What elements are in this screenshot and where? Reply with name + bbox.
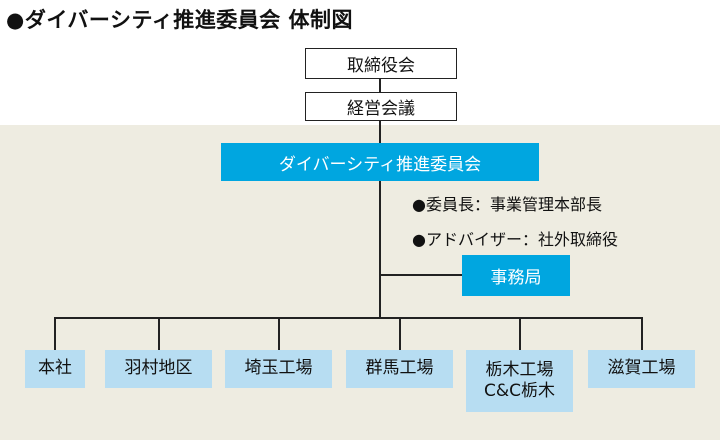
management-meeting-label: 経営会議 xyxy=(347,99,415,119)
connector-site-2 xyxy=(158,317,160,350)
site-label-line1: 滋賀工場 xyxy=(607,358,676,379)
connector-sites-horizontal xyxy=(54,317,643,319)
committee-chair-note: ●委員長：事業管理本部長 xyxy=(412,195,602,214)
connector-site-4 xyxy=(399,317,401,350)
site-label-line1: 埼玉工場 xyxy=(244,358,313,379)
site-label-line1: 羽村地区 xyxy=(124,358,193,379)
site-label-line2: C&C栃木 xyxy=(484,381,555,401)
secretariat-label: 事務局 xyxy=(490,268,542,288)
site-box-shiga: 滋賀工場 xyxy=(588,350,695,388)
committee-advisor-note: ●アドバイザー：社外取締役 xyxy=(412,230,618,249)
connector-site-1 xyxy=(54,317,56,350)
board-of-directors-box: 取締役会 xyxy=(305,48,457,79)
site-box-gunma: 群馬工場 xyxy=(346,350,453,388)
secretariat-box: 事務局 xyxy=(462,255,570,296)
connector-to-secretariat xyxy=(380,274,462,276)
site-box-headquarters: 本社 xyxy=(25,350,85,388)
connector-site-5 xyxy=(519,317,521,350)
site-box-saitama: 埼玉工場 xyxy=(225,350,332,388)
connector-committee-trunk xyxy=(379,181,381,318)
board-of-directors-label: 取締役会 xyxy=(347,56,415,76)
diversity-committee-box: ダイバーシティ推進委員会 xyxy=(221,143,539,181)
page-title: ●ダイバーシティ推進委員会 体制図 xyxy=(6,8,354,32)
site-box-hamura: 羽村地区 xyxy=(105,350,212,388)
connector-site-3 xyxy=(278,317,280,350)
management-meeting-box: 経営会議 xyxy=(305,92,457,121)
site-label-line1: 栃木工場 xyxy=(485,359,554,380)
diversity-committee-label: ダイバーシティ推進委員会 xyxy=(278,154,482,175)
connector-management-to-committee xyxy=(379,120,381,144)
connector-board-to-management xyxy=(379,79,381,93)
site-label-line1: 本社 xyxy=(38,358,72,379)
site-box-tochigi: 栃木工場 C&C栃木 xyxy=(466,350,573,412)
connector-site-6 xyxy=(641,317,643,350)
site-label-line1: 群馬工場 xyxy=(365,358,434,379)
